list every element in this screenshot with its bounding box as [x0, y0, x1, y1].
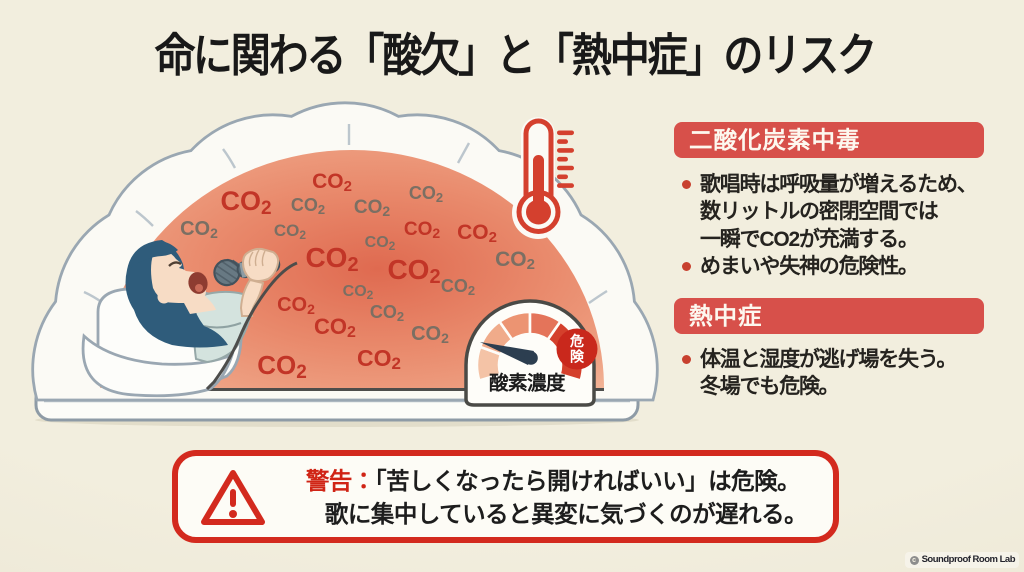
svg-text:CO2: CO2: [277, 294, 315, 317]
svg-text:CO2: CO2: [370, 302, 404, 324]
svg-text:CO2: CO2: [291, 195, 325, 217]
svg-text:CO2: CO2: [411, 323, 449, 346]
svg-text:CO2: CO2: [365, 234, 396, 253]
svg-text:CO2: CO2: [441, 276, 475, 298]
svg-text:CO2: CO2: [409, 183, 443, 205]
svg-text:CO2: CO2: [343, 283, 374, 302]
svg-text:CO2: CO2: [274, 221, 307, 242]
svg-text:CO2: CO2: [180, 218, 218, 241]
svg-text:CO2: CO2: [354, 197, 391, 219]
svg-text:危: 危: [569, 333, 584, 349]
svg-text:CO2: CO2: [404, 219, 441, 241]
svg-text:険: 険: [570, 349, 585, 365]
svg-text:酸素濃度: 酸素濃度: [489, 372, 566, 395]
